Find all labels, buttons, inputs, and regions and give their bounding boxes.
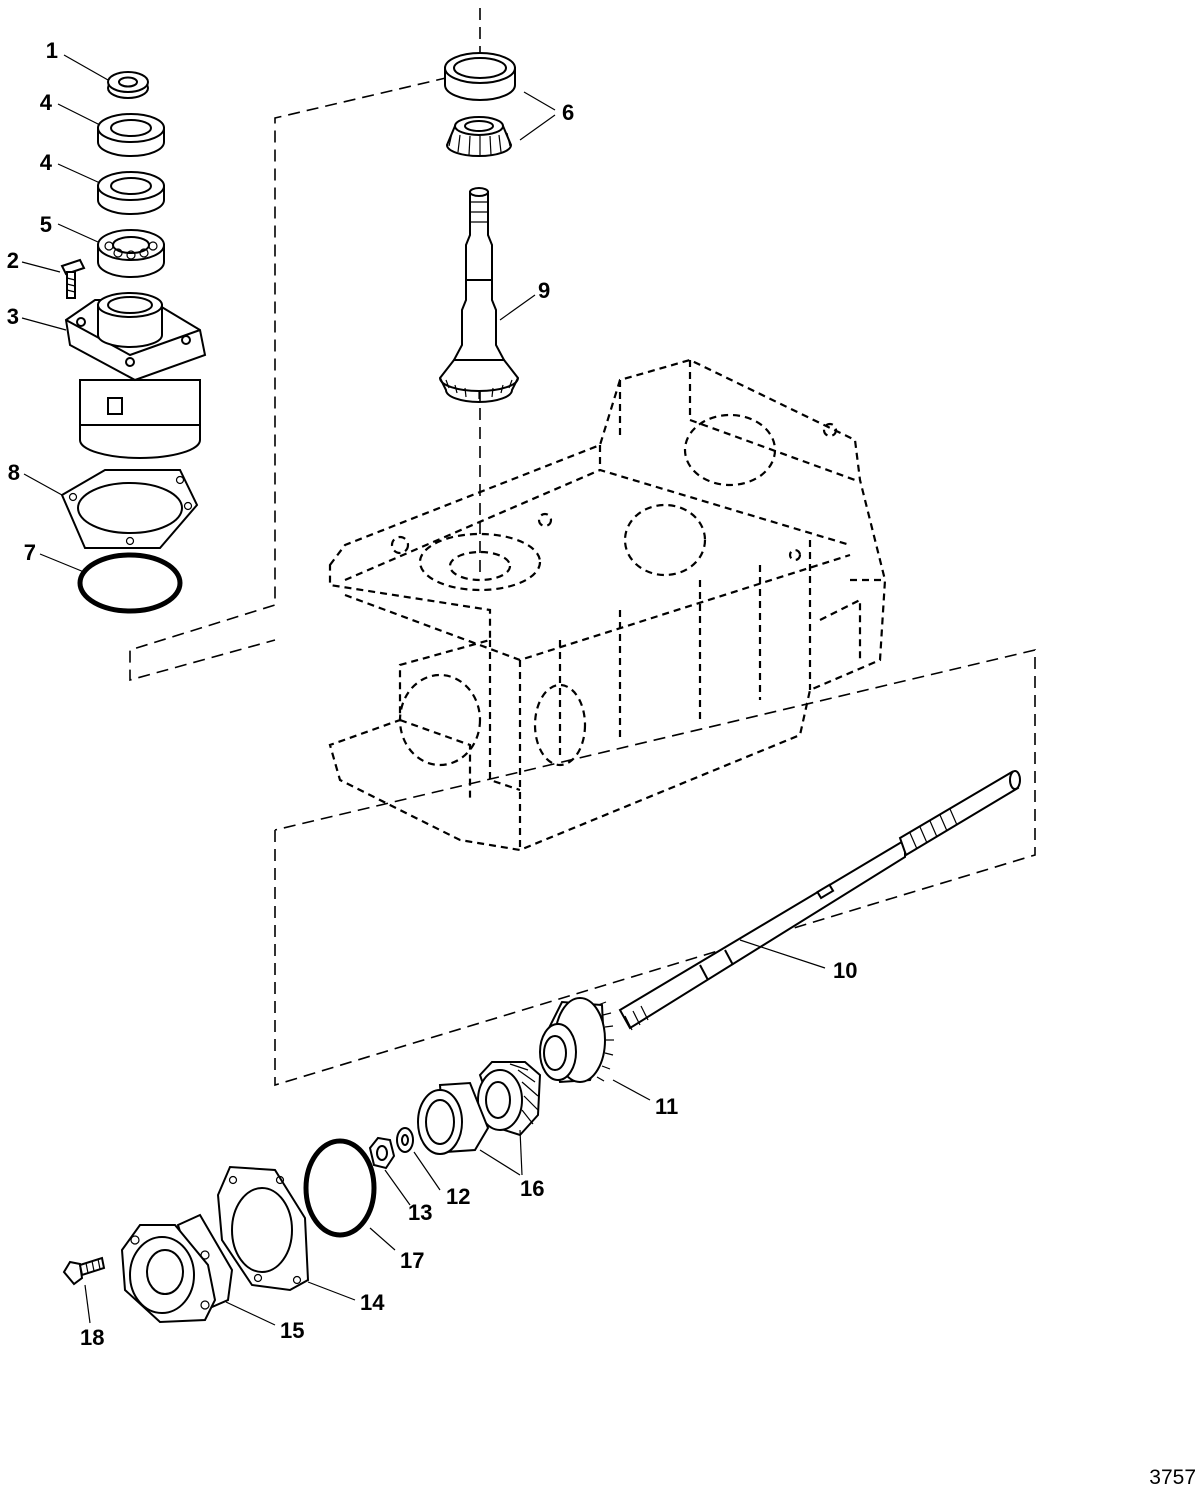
callout-1: 1 bbox=[46, 38, 58, 63]
part-10-output-shaft bbox=[618, 770, 1021, 1031]
part-13-nut bbox=[368, 1136, 396, 1170]
part-7-o-ring bbox=[77, 552, 183, 614]
callout-17: 17 bbox=[400, 1248, 424, 1273]
callout-12: 12 bbox=[446, 1184, 470, 1209]
part-5-ball-bearing bbox=[97, 229, 165, 278]
part-4-seal-lower bbox=[97, 171, 165, 215]
part-16-bearing-cone bbox=[477, 1061, 542, 1137]
part-3-bearing-housing bbox=[64, 292, 207, 459]
callout-4-lower: 4 bbox=[40, 150, 53, 175]
callout-18: 18 bbox=[80, 1325, 104, 1350]
part-17-o-ring bbox=[303, 1138, 377, 1238]
callout-3: 3 bbox=[7, 304, 19, 329]
callout-15: 15 bbox=[280, 1318, 304, 1343]
callout-6: 6 bbox=[562, 100, 574, 125]
part-16-bearing-cup bbox=[417, 1081, 490, 1155]
transmission-housing-phantom bbox=[328, 358, 887, 852]
callout-10: 10 bbox=[833, 958, 857, 983]
part-6-bearing-cone bbox=[445, 116, 513, 157]
callout-4-upper: 4 bbox=[40, 90, 53, 115]
part-9-pinion-shaft bbox=[438, 187, 520, 403]
part-1-washer bbox=[107, 71, 149, 99]
callout-7: 7 bbox=[24, 540, 36, 565]
callout-labels: 1 2 3 4 4 5 6 7 8 9 10 11 12 13 14 15 16… bbox=[7, 38, 1196, 1489]
part-15-end-cover bbox=[120, 1213, 234, 1324]
figure-id: 3757 bbox=[1149, 1466, 1196, 1489]
part-8-gasket bbox=[60, 469, 199, 549]
part-14-gasket bbox=[216, 1165, 310, 1292]
part-12-washer bbox=[396, 1127, 414, 1153]
callout-2: 2 bbox=[7, 248, 19, 273]
callout-13: 13 bbox=[408, 1200, 432, 1225]
leader-lines bbox=[21, 54, 826, 1326]
callout-5: 5 bbox=[40, 212, 52, 237]
callout-14: 14 bbox=[360, 1290, 385, 1315]
part-6-bearing-cup bbox=[444, 52, 516, 101]
callout-8: 8 bbox=[8, 460, 20, 485]
callout-11: 11 bbox=[655, 1094, 678, 1119]
part-2-bolt bbox=[60, 258, 86, 299]
part-4-seal-upper bbox=[97, 113, 165, 157]
lower-assembly-boundary bbox=[274, 648, 1036, 1087]
part-18-bolt bbox=[62, 1256, 106, 1286]
callout-16: 16 bbox=[520, 1176, 544, 1201]
callout-9: 9 bbox=[538, 278, 550, 303]
part-11-bevel-gear bbox=[539, 997, 614, 1084]
